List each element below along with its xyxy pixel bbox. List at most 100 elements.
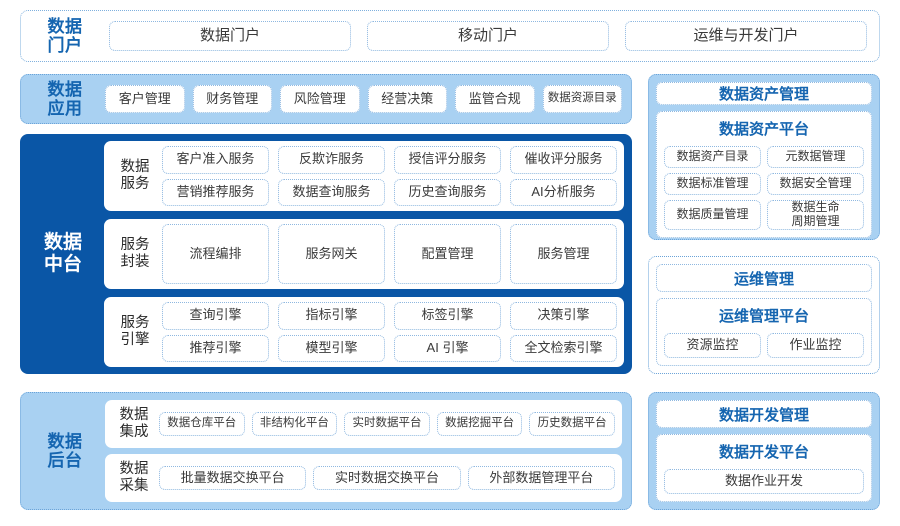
encap-card-process-orchestration[interactable]: 流程编排 [162,224,269,284]
asset-card-lifecycle[interactable]: 数据生命 周期管理 [767,200,864,230]
panel-data-development-management-title: 数据开发管理 [656,400,872,428]
engine-card-tag[interactable]: 标签引擎 [394,302,501,330]
asset-card-metadata[interactable]: 元数据管理 [767,146,864,168]
app-card-resource-catalog[interactable]: 数据资源目录 [542,85,622,113]
service-card-data-query[interactable]: 数据查询服务 [278,178,385,206]
layer-backend-label: 数据 后台 [29,432,101,470]
integration-card-historical[interactable]: 历史数据平台 [529,412,615,436]
table-row: 流程编排 服务网关 配置管理 服务管理 [162,224,617,284]
table-row: 数据资产目录 元数据管理 [664,146,864,168]
data-development-grid: 数据作业开发 [664,469,864,494]
service-card-collection-scoring[interactable]: 催收评分服务 [510,146,617,174]
app-card-finance[interactable]: 财务管理 [192,85,272,113]
data-asset-grid: 数据资产目录 元数据管理 数据标准管理 数据安全管理 数据质量管理 数据生命 周… [664,146,864,230]
layer-application-label: 数据 应用 [29,80,101,118]
middle-platform-groups: 数据 服务 客户准入服务 反欺诈服务 授信评分服务 催收评分服务 营销推荐服务 … [100,134,632,374]
encap-card-config-management[interactable]: 配置管理 [394,224,501,284]
ops-card-resource-monitoring[interactable]: 资源监控 [664,333,761,358]
panel-data-asset-platform-subtitle: 数据资产平台 [718,121,809,138]
layer-portal-label-line2: 门户 [47,36,83,55]
service-card-ai-analysis[interactable]: AI分析服务 [510,178,617,206]
layer-portal-label: 数据 门户 [29,17,101,55]
dev-card-data-job-development[interactable]: 数据作业开发 [664,469,864,494]
engine-card-metric[interactable]: 指标引擎 [278,302,385,330]
group-data-collection-label: 数据 采集 [109,461,159,495]
portal-card-data[interactable]: 数据门户 [109,21,351,51]
ops-card-job-monitoring[interactable]: 作业监控 [767,333,864,358]
engine-card-ai[interactable]: AI 引擎 [394,334,501,362]
panel-operations-management-title: 运维管理 [656,264,872,292]
group-service-engine-label: 服务 引擎 [108,315,162,349]
group-data-integration-label: 数据 集成 [109,407,159,441]
layer-middle-platform-label: 数据 中台 [26,232,100,276]
group-service-encapsulation-label: 服务 封装 [108,237,162,271]
group-data-service-label-line2: 服务 [120,176,150,192]
group-service-encapsulation: 服务 封装 流程编排 服务网关 配置管理 服务管理 [104,219,624,289]
group-data-service-rows: 客户准入服务 反欺诈服务 授信评分服务 催收评分服务 营销推荐服务 数据查询服务… [162,146,617,206]
application-card-list: 客户管理 财务管理 风险管理 经营决策 监管合规 数据资源目录 [101,85,631,113]
group-service-encapsulation-label-line2: 封装 [120,254,150,270]
integration-card-realtime[interactable]: 实时数据平台 [344,412,430,436]
panel-data-development-platform: 数据开发平台 数据作业开发 [656,434,872,502]
layer-portal: 数据 门户 数据门户 移动门户 运维与开发门户 [20,10,880,62]
app-card-decision[interactable]: 经营决策 [367,85,447,113]
layer-backend-label-line1: 数据 [47,431,83,451]
engine-card-query[interactable]: 查询引擎 [162,302,269,330]
layer-middle-platform-label-line2: 中台 [43,254,82,275]
data-integration-card-list: 数据仓库平台 非结构化平台 实时数据平台 数据挖掘平台 历史数据平台 [159,412,615,436]
group-service-encapsulation-rows: 流程编排 服务网关 配置管理 服务管理 [162,224,617,284]
engine-card-decision[interactable]: 决策引擎 [510,302,617,330]
panel-data-development-platform-subtitle: 数据开发平台 [718,444,809,461]
app-card-customer[interactable]: 客户管理 [105,85,185,113]
panel-data-asset-management-title: 数据资产管理 [656,82,872,105]
group-data-integration-label-line1: 数据 [119,406,149,423]
asset-card-quality[interactable]: 数据质量管理 [664,200,761,230]
table-row: 营销推荐服务 数据查询服务 历史查询服务 AI分析服务 [162,178,617,206]
asset-card-catalog[interactable]: 数据资产目录 [664,146,761,168]
panel-data-development-management: 数据开发管理 数据开发平台 数据作业开发 [648,392,880,510]
integration-card-data-warehouse[interactable]: 数据仓库平台 [159,412,245,436]
panel-operations-platform: 运维管理平台 资源监控 作业监控 [656,298,872,366]
integration-card-unstructured[interactable]: 非结构化平台 [251,412,338,436]
group-data-service-label: 数据 服务 [108,159,162,193]
group-service-engine-rows: 查询引擎 指标引擎 标签引擎 决策引擎 推荐引擎 模型引擎 AI 引擎 全文检索… [162,302,617,362]
layer-backend-label-line2: 后台 [47,451,83,470]
engine-card-fulltext-search[interactable]: 全文检索引擎 [510,334,617,362]
asset-card-security[interactable]: 数据安全管理 [767,173,864,195]
layer-application-label-line2: 应用 [47,99,83,118]
table-row: 数据标准管理 数据安全管理 [664,173,864,195]
layer-backend: 数据 后台 数据 集成 数据仓库平台 非结构化平台 实时数据平台 数据挖掘平台 … [20,392,632,510]
group-data-service: 数据 服务 客户准入服务 反欺诈服务 授信评分服务 催收评分服务 营销推荐服务 … [104,141,624,211]
panel-operations-platform-subtitle: 运维管理平台 [718,308,809,325]
service-card-customer-admission[interactable]: 客户准入服务 [162,146,269,174]
data-collection-card-list: 批量数据交换平台 实时数据交换平台 外部数据管理平台 [159,466,615,490]
service-card-marketing-recommendation[interactable]: 营销推荐服务 [162,178,269,206]
group-service-engine: 服务 引擎 查询引擎 指标引擎 标签引擎 决策引擎 推荐引擎 模型引擎 AI 引… [104,297,624,367]
asset-card-standard[interactable]: 数据标准管理 [664,173,761,195]
portal-card-mobile[interactable]: 移动门户 [367,21,609,51]
table-row: 资源监控 作业监控 [664,333,864,358]
layer-middle-platform: 数据 中台 数据 服务 客户准入服务 反欺诈服务 授信评分服务 催收评分服务 [20,134,632,374]
operations-grid: 资源监控 作业监控 [664,333,864,358]
table-row: 推荐引擎 模型引擎 AI 引擎 全文检索引擎 [162,334,617,362]
asset-card-lifecycle-line1: 数据生命 [791,200,840,214]
encap-card-service-gateway[interactable]: 服务网关 [278,224,385,284]
engine-card-model[interactable]: 模型引擎 [278,334,385,362]
integration-card-data-mining[interactable]: 数据挖掘平台 [436,412,523,436]
collection-card-external-management[interactable]: 外部数据管理平台 [467,466,615,490]
app-card-compliance[interactable]: 监管合规 [455,85,535,113]
engine-card-recommendation[interactable]: 推荐引擎 [162,334,269,362]
collection-card-realtime-exchange[interactable]: 实时数据交换平台 [313,466,461,490]
collection-card-batch-exchange[interactable]: 批量数据交换平台 [159,466,307,490]
service-card-credit-scoring[interactable]: 授信评分服务 [394,146,501,174]
group-data-collection: 数据 采集 批量数据交换平台 实时数据交换平台 外部数据管理平台 [105,454,622,502]
portal-card-devops[interactable]: 运维与开发门户 [625,21,867,51]
encap-card-service-management[interactable]: 服务管理 [510,224,617,284]
service-card-anti-fraud[interactable]: 反欺诈服务 [278,146,385,174]
table-row: 客户准入服务 反欺诈服务 授信评分服务 催收评分服务 [162,146,617,174]
app-card-risk[interactable]: 风险管理 [280,85,360,113]
group-service-encapsulation-label-line1: 服务 [120,236,150,253]
service-card-history-query[interactable]: 历史查询服务 [394,178,501,206]
panel-operations-management: 运维管理 运维管理平台 资源监控 作业监控 [648,256,880,374]
